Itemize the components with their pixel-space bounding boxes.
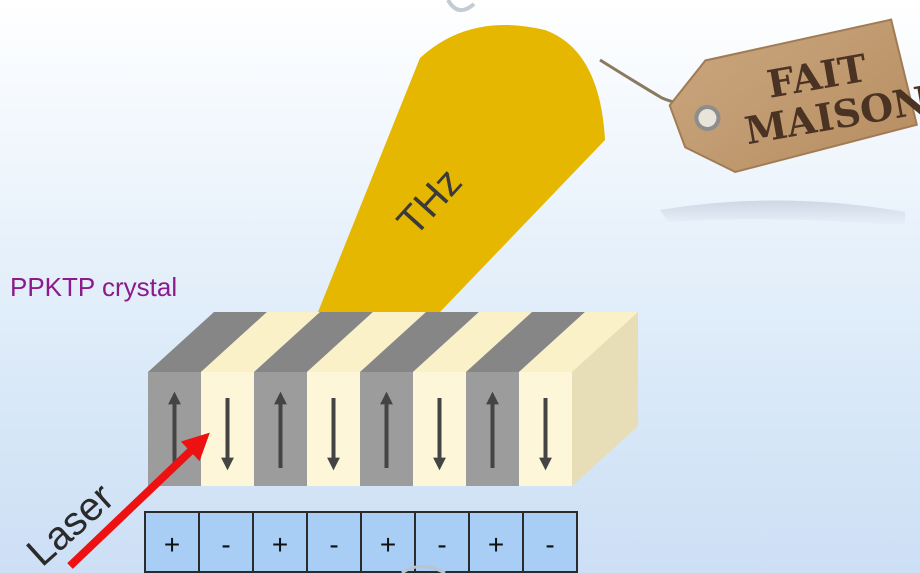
fait-maison-tag: FAIT MAISON [599, 18, 920, 226]
domain-top-face [201, 312, 320, 372]
laser-label: Laser [19, 475, 123, 573]
domain-top-face [360, 312, 479, 372]
domain-top-face [519, 312, 638, 372]
electrode-cell [198, 511, 254, 573]
electrode-cell [360, 511, 416, 573]
plus-sign: + [272, 529, 288, 560]
crystal-label: PPKTP crystal [10, 272, 178, 302]
cropped-title-fragment [446, 0, 476, 12]
minus-sign: - [545, 529, 554, 560]
electrode-cell [522, 511, 578, 573]
tag-shadow [660, 200, 905, 226]
bottom-curve-fragment [401, 565, 446, 573]
domain-top-face [307, 312, 426, 372]
minus-sign: - [437, 529, 446, 560]
plus-sign: + [488, 529, 504, 560]
crystal-side-face [572, 312, 638, 486]
tag-body [668, 18, 918, 174]
thz-beam: THz [318, 24, 605, 312]
domain-top-face [466, 312, 585, 372]
minus-sign: - [221, 529, 230, 560]
minus-sign: - [329, 529, 338, 560]
plus-sign: + [164, 529, 180, 560]
thz-cone [318, 24, 605, 312]
domain-top-face [148, 312, 267, 372]
ppktp-crystal [148, 312, 638, 486]
tag-eyelet [694, 104, 721, 131]
electrode-cell [468, 511, 524, 573]
laser-arrow [67, 432, 210, 569]
plus-sign: + [380, 529, 396, 560]
domain-top-face [254, 312, 373, 372]
electrode-row: + - + - + - + - [144, 511, 578, 573]
electrode-cell [306, 511, 362, 573]
domain-top-face [413, 312, 532, 372]
